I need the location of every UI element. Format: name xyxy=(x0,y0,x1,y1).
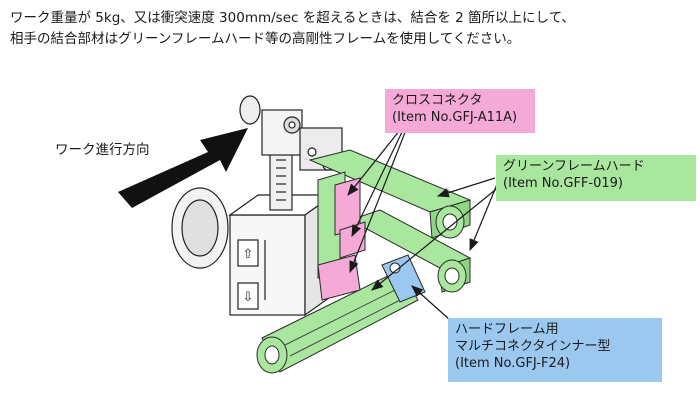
svg-text:⇩: ⇩ xyxy=(243,290,254,305)
cross-leader-3 xyxy=(349,129,407,274)
green-frame-middle xyxy=(348,209,472,293)
cross-connector-name: クロスコネクタ xyxy=(392,93,483,108)
green-frame-hard-item: (Item No.GFF-019) xyxy=(503,176,623,191)
multi-connector-callout: ハードフレーム用 マルチコネクタインナー型 (Item No.GFJ-F24) xyxy=(448,318,662,382)
direction-label: ワーク進行方向 xyxy=(55,142,150,158)
green-leader-2 xyxy=(469,181,499,252)
blue-leader xyxy=(411,285,451,321)
green-leader-3 xyxy=(371,185,501,291)
cross-connector-callout: クロスコネクタ (Item No.GFJ-A11A) xyxy=(385,89,535,133)
green-frame-hard-callout: グリーンフレームハード (Item No.GFF-019) xyxy=(496,155,696,201)
stopper-unit: ⇧ ⇩ xyxy=(171,95,343,317)
green-leader-1 xyxy=(436,177,496,198)
intro-line-2: 相手の結合部材はグリーンフレームハード等の高剛性フレームを使用してください。 xyxy=(10,31,521,47)
intro-text: ワーク重量が 5kg、又は衝突速度 300mm/sec を超えるときは、結合を … xyxy=(10,8,690,50)
green-frame-lower xyxy=(256,269,419,374)
cross-leader-2 xyxy=(351,129,404,238)
svg-text:⇧: ⇧ xyxy=(243,247,254,262)
green-frame-upper xyxy=(308,149,472,239)
multi-connector-item: (Item No.GFJ-F24) xyxy=(455,356,571,371)
green-frame-hard-name: グリーンフレームハード xyxy=(503,159,645,174)
intro-line-1: ワーク重量が 5kg、又は衝突速度 300mm/sec を超えるときは、結合を … xyxy=(10,10,575,26)
cross-leader-1 xyxy=(347,129,401,196)
multi-connector-name-2: マルチコネクタインナー型 xyxy=(455,339,611,354)
cross-connector-item: (Item No.GFJ-A11A) xyxy=(392,110,518,125)
multi-connector-name-1: ハードフレーム用 xyxy=(455,322,559,337)
direction-arrow xyxy=(118,128,248,208)
